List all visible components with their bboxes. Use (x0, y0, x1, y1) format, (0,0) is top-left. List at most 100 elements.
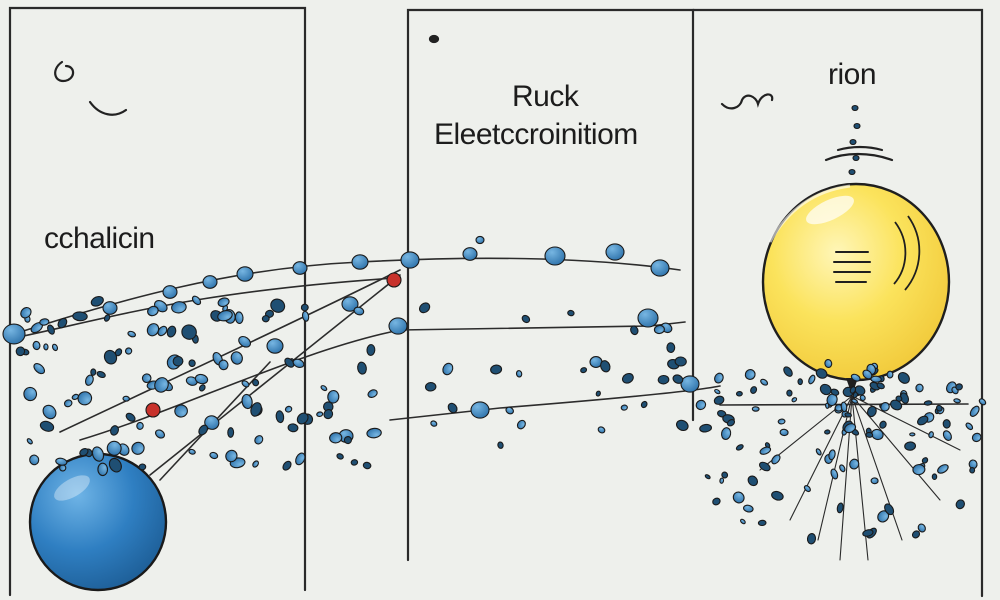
particle (185, 376, 198, 386)
particle (366, 344, 376, 356)
particle (166, 325, 177, 338)
particle (786, 389, 793, 397)
particle (815, 448, 822, 456)
particle (779, 428, 789, 437)
particle (928, 431, 934, 439)
particle (650, 259, 670, 277)
particle (102, 301, 118, 315)
particle (653, 324, 665, 335)
particle (886, 370, 894, 379)
particle (209, 451, 219, 460)
particle (131, 441, 145, 455)
particle (320, 385, 328, 392)
particle (830, 468, 839, 480)
particle (714, 388, 721, 395)
particle (732, 491, 745, 504)
particle (580, 367, 588, 374)
particle (912, 464, 926, 476)
particle (109, 425, 120, 436)
particle (77, 391, 93, 406)
particle (751, 406, 760, 412)
particle (145, 402, 161, 418)
particle (866, 405, 877, 418)
particle (870, 375, 882, 383)
particle (825, 402, 830, 409)
particle (870, 477, 879, 485)
particle (859, 394, 866, 402)
big-blue-ball (28, 452, 168, 592)
particle (388, 317, 408, 335)
particle (836, 502, 844, 514)
particle (234, 311, 244, 325)
particle (757, 519, 767, 527)
particle (138, 463, 147, 471)
particle (91, 446, 105, 462)
particle (350, 459, 359, 466)
particle (136, 421, 144, 430)
particle (39, 420, 55, 432)
particle (797, 378, 803, 386)
particle (202, 275, 218, 289)
particle (146, 323, 160, 337)
doodle-marks (54, 34, 894, 162)
particle (188, 359, 196, 368)
particle (490, 364, 503, 375)
particle (871, 428, 884, 441)
particle (747, 475, 759, 487)
particle (849, 386, 857, 394)
particle (853, 122, 861, 130)
particle (844, 423, 857, 434)
particle (122, 395, 130, 402)
particle (840, 401, 848, 413)
particle (803, 485, 811, 493)
particle (97, 462, 109, 477)
particle (744, 369, 756, 380)
particle (238, 335, 251, 348)
particle (851, 398, 858, 404)
particle (880, 401, 890, 412)
particle (282, 460, 292, 471)
particle (462, 247, 478, 261)
particle (292, 358, 305, 368)
particle (106, 440, 122, 456)
particle (227, 427, 235, 438)
particle (521, 314, 531, 324)
particle (824, 358, 833, 369)
particle (470, 401, 490, 419)
particle (157, 325, 168, 337)
particle (595, 390, 601, 397)
particle (323, 409, 334, 420)
particle (127, 330, 136, 338)
particle (674, 356, 687, 367)
particle (515, 370, 523, 378)
particle (911, 530, 921, 539)
particle-cloud (2, 104, 987, 545)
particle (103, 314, 111, 322)
particle (266, 338, 284, 354)
particle (15, 346, 26, 357)
particle (424, 382, 437, 392)
particle (287, 423, 299, 433)
particle (72, 311, 88, 322)
particle (844, 412, 853, 418)
particle (366, 427, 382, 439)
particle (909, 432, 916, 437)
particle (108, 457, 122, 473)
particle (475, 235, 485, 245)
particle (63, 399, 73, 408)
particle (270, 298, 286, 313)
particle (704, 474, 711, 480)
particle (125, 412, 136, 422)
particle (567, 309, 575, 317)
particle (275, 410, 285, 424)
particle (252, 378, 260, 387)
particle (620, 404, 628, 411)
particle (657, 374, 670, 385)
particle (917, 523, 926, 533)
particle (890, 399, 903, 411)
particle (931, 473, 938, 481)
particle (162, 285, 178, 299)
particle (942, 419, 951, 429)
particle (600, 360, 611, 373)
